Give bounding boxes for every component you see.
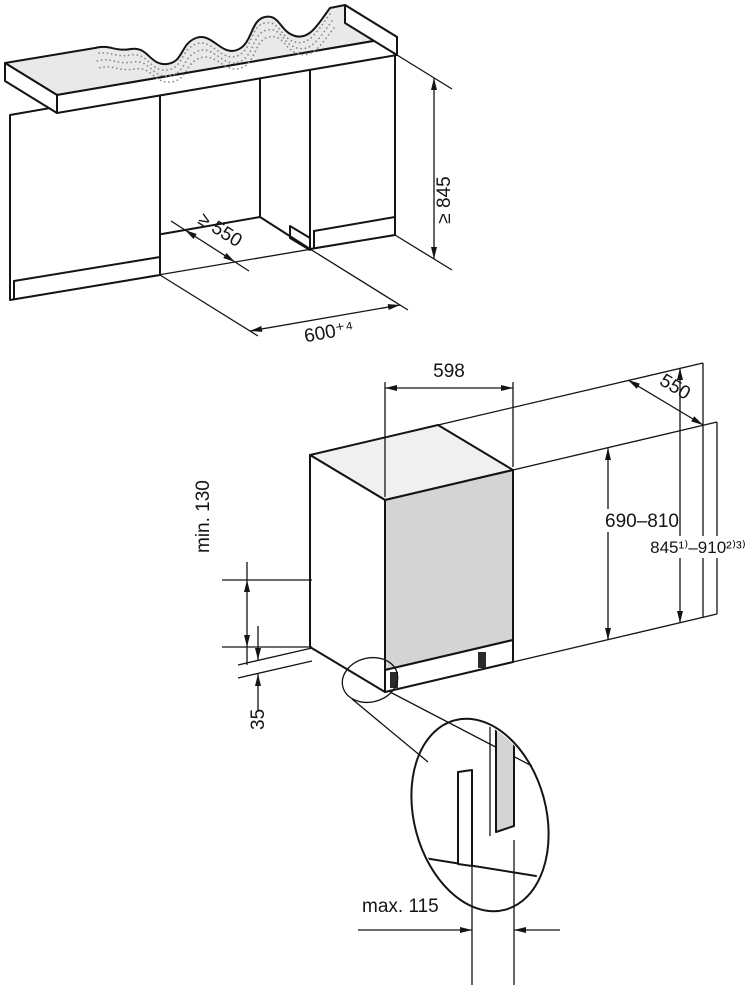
top-front-extension [512, 421, 718, 471]
floor-extension [512, 613, 718, 663]
detail-source-circle [341, 656, 399, 704]
countertop-left-end [4, 62, 58, 114]
label-backing [649, 536, 748, 558]
dim-front-offset: 35 [237, 626, 313, 730]
detail-plinth-board [457, 769, 473, 867]
dim-appliance-total-height: 845¹⁾–910²⁾³⁾ [649, 368, 748, 623]
appliance-depth-label: 550 [656, 370, 694, 404]
detail-callout [341, 656, 550, 913]
plinth-recess-label: max. 115 [362, 896, 439, 917]
label-backing [606, 509, 680, 532]
dim-niche-width: 600⁺⁴ [159, 248, 409, 347]
front-offset-label: 35 [248, 709, 269, 730]
appliance-drawing: 598 550 690–810 845¹⁾–910²⁾³⁾ min. 130 [193, 361, 748, 985]
door-bottom-clearance-label: min. 130 [193, 480, 214, 553]
countertop-top-face [4, 4, 398, 96]
dim-appliance-height-range: 690–810 [605, 448, 680, 640]
appliance-total-height-label: 845¹⁾–910²⁾³⁾ [650, 538, 746, 557]
dim-plinth-recess: max. 115 [358, 840, 560, 985]
floor-line [9, 234, 396, 301]
detail-content [423, 707, 537, 877]
broken-edge-stipple [94, 13, 335, 83]
niche-width-label: 600⁺⁴ [303, 318, 356, 347]
niche-right-wall-plinth-step [289, 225, 311, 251]
left-cabinet-plinth-line [13, 256, 161, 282]
right-cabinet-plinth-line [313, 216, 396, 232]
niche-drawing: ≥ 845 ≥ 550 600⁺⁴ [4, 4, 455, 347]
detail-door-panel [495, 707, 515, 833]
appliance-width-label: 598 [433, 361, 465, 382]
detail-connector-left [351, 698, 429, 763]
appliance-foot-left [390, 672, 398, 688]
detail-floor-line [423, 857, 537, 877]
appliance-height-range-label: 690–810 [605, 511, 679, 532]
dim-door-bottom-clearance: min. 130 [193, 480, 312, 665]
niche-depth-label: ≥ 550 [194, 209, 245, 252]
top-back-extension [437, 362, 704, 426]
niche-height-label: ≥ 845 [434, 176, 455, 223]
appliance-door [384, 469, 514, 671]
appliance-foot-right [478, 652, 486, 668]
dim-niche-height: ≥ 845 [394, 54, 455, 271]
dim-appliance-width: 598 [384, 361, 514, 497]
detail-magnifier-ellipse [410, 717, 550, 913]
